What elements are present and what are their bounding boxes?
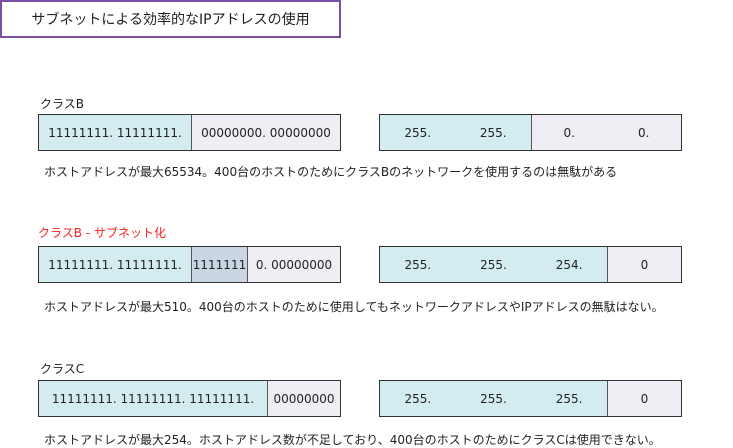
class-b-note: ホストアドレスが最大65534。400台のホストのためにクラスBのネットワークを…: [44, 165, 618, 179]
mask-host: 0: [607, 381, 681, 416]
mask-octet: 255.: [480, 391, 507, 406]
class-c-note: ホストアドレスが最大254。ホストアドレス数が不足しており、400台のホストのた…: [44, 433, 661, 447]
mask-network: 255. 255. 254.: [380, 247, 607, 282]
mask-octet: 255.: [404, 257, 432, 272]
mask-host: 0: [607, 247, 681, 282]
host-bits: 0. 00000000: [248, 247, 340, 282]
mask-octet: 255.: [480, 257, 507, 272]
network-bits: 11111111. 11111111. 11111111.: [39, 381, 267, 416]
class-b-subnet-bits: 11111111. 11111111. 1111111 0. 00000000: [38, 246, 341, 283]
mask-octet: 0.: [638, 125, 650, 140]
class-b-subnet-label: クラスB - サブネット化: [38, 226, 166, 240]
class-b-mask: 255. 255. 0. 0.: [379, 114, 682, 151]
class-b-label: クラスB: [40, 97, 84, 111]
class-c-mask: 255. 255. 255. 0: [379, 380, 682, 417]
mask-host: 0. 0.: [531, 115, 681, 150]
mask-octet: 255.: [404, 125, 432, 140]
host-bits: 00000000. 00000000: [191, 115, 340, 150]
mask-network: 255. 255.: [380, 115, 531, 150]
mask-octet: 0.: [563, 125, 575, 140]
mask-octet: 255.: [404, 391, 432, 406]
mask-network: 255. 255. 255.: [380, 381, 607, 416]
mask-octet: 255.: [479, 125, 507, 140]
mask-octet: 254.: [555, 257, 583, 272]
network-bits: 11111111. 11111111.: [39, 115, 191, 150]
page-title: サブネットによる効率的なIPアドレスの使用: [0, 0, 341, 38]
host-bits: 00000000: [267, 381, 340, 416]
class-c-label: クラスC: [40, 362, 85, 376]
subnet-bits: 1111111: [191, 247, 248, 282]
class-b-subnet-note: ホストアドレスが最大510。400台のホストのために使用してもネットワークアドレ…: [44, 300, 664, 314]
class-c-bits: 11111111. 11111111. 11111111. 00000000: [38, 380, 341, 417]
network-bits: 11111111. 11111111.: [39, 247, 191, 282]
class-b-subnet-mask: 255. 255. 254. 0: [379, 246, 682, 283]
mask-octet: 255.: [555, 391, 583, 406]
class-b-bits: 11111111. 11111111. 00000000. 00000000: [38, 114, 341, 151]
